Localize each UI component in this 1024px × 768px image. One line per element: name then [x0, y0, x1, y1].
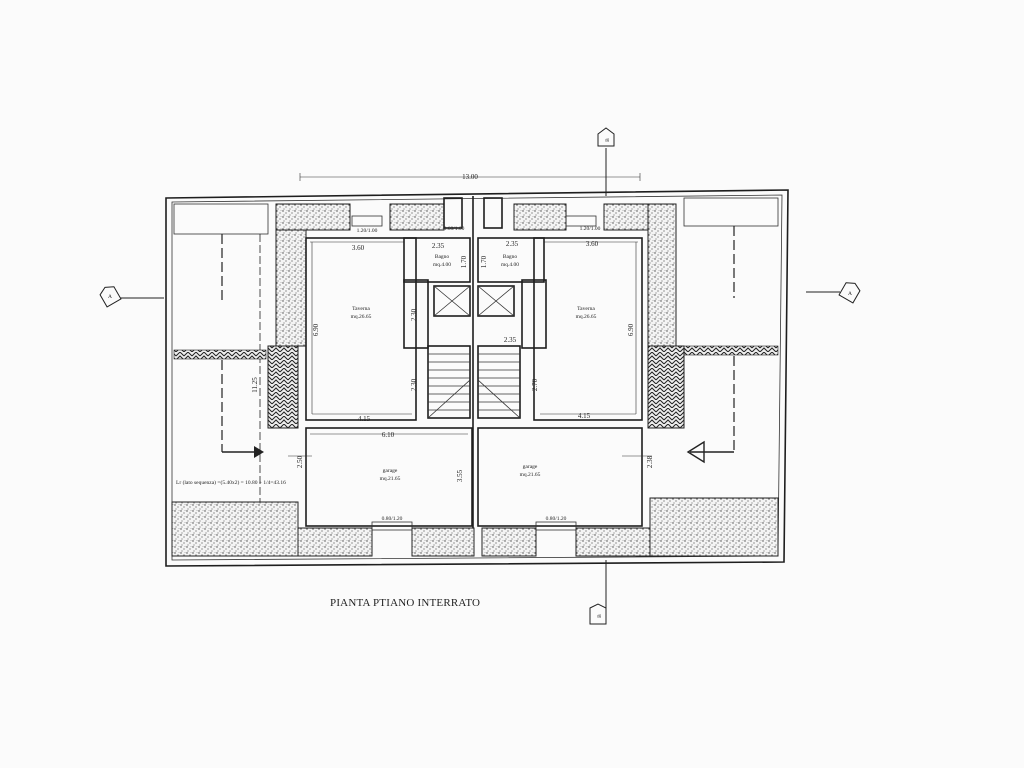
section-line-a: A A: [99, 282, 861, 308]
room-area: mq.4.00: [433, 262, 451, 268]
svg-text:1.20/1.00: 1.20/1.00: [580, 226, 601, 232]
dim-center-2-35: 2.35: [504, 336, 517, 344]
room-name: garage: [383, 468, 398, 474]
svg-text:3.55: 3.55: [456, 469, 464, 482]
svg-text:2.35: 2.35: [506, 240, 519, 248]
svg-text:1.70: 1.70: [480, 255, 488, 268]
room-name: Taverna: [352, 306, 370, 312]
svg-text:2.30: 2.30: [410, 308, 418, 321]
overall-width-label: 13.00: [462, 173, 478, 181]
room-name: Bagno: [503, 254, 518, 260]
svg-text:0.60/1.00: 0.60/1.00: [444, 226, 465, 232]
central-core: [403, 196, 547, 528]
svg-text:2.70: 2.70: [531, 378, 539, 391]
svg-text:B: B: [597, 614, 603, 618]
svg-text:0.80/1.20: 0.80/1.20: [382, 516, 403, 522]
room-garage-right: garage mq.21.65 2.38 0.80/1.20: [477, 427, 654, 531]
svg-text:6.90: 6.90: [627, 323, 635, 336]
drawing-title: PIANTA PTIANO INTERRATO: [330, 597, 480, 609]
room-area: mq.21.65: [520, 472, 541, 478]
right-ramp: [683, 197, 779, 464]
room-bagno-left: Bagno mq.4.00 2.35 1.70 0.60/1.00: [403, 226, 471, 283]
svg-text:2.50: 2.50: [296, 455, 304, 468]
left-ramp-arrow-icon: [254, 446, 264, 458]
room-area: mq.26.65: [351, 314, 372, 320]
room-bagno-right: Bagno mq.4.00 2.35 1.70: [477, 237, 545, 283]
perimeter-walls: [171, 203, 779, 557]
room-name: Taverna: [577, 306, 595, 312]
svg-text:1.70: 1.70: [460, 255, 468, 268]
svg-text:4.15: 4.15: [358, 415, 371, 423]
room-garage-left: garage mq.21.65 6.10 3.55 2.50 0.80/1.20: [288, 427, 473, 531]
svg-text:4.15: 4.15: [578, 412, 591, 420]
svg-text:A: A: [848, 291, 852, 297]
svg-text:2.30: 2.30: [410, 378, 418, 391]
room-area: mq.21.65: [380, 476, 401, 482]
svg-text:3.60: 3.60: [352, 244, 365, 252]
svg-text:0.80/1.20: 0.80/1.20: [546, 516, 567, 522]
ramp-formula-note: Lr (lato sequenza) =(5.40x2) = 10.80 + 1…: [176, 479, 286, 486]
svg-text:2.35: 2.35: [432, 242, 445, 250]
room-taverna-left: Taverna mq.26.65 3.60 6.90 4.15 2.30 2.3…: [305, 215, 418, 423]
section-line-b: B B: [589, 127, 615, 625]
svg-text:1.20/1.00: 1.20/1.00: [357, 228, 378, 234]
room-area: mq.26.65: [576, 314, 597, 320]
svg-text:B: B: [605, 138, 611, 142]
room-name: garage: [523, 464, 538, 470]
section-marker-a-left: A: [99, 286, 122, 308]
room-taverna-right: Taverna mq.26.65 3.60 6.90 4.15 2.70 1.2…: [531, 215, 643, 421]
left-ramp: 11.25: [173, 203, 269, 540]
room-area: mq.4.00: [501, 262, 519, 268]
section-marker-b-top: B: [597, 127, 615, 147]
svg-text:6.10: 6.10: [382, 431, 395, 439]
svg-text:A: A: [108, 294, 112, 300]
room-name: Bagno: [435, 254, 450, 260]
svg-text:6.90: 6.90: [312, 323, 320, 336]
svg-text:2.38: 2.38: [646, 455, 654, 468]
dim-11-25: 11.25: [251, 377, 259, 393]
section-marker-b-bottom: B: [589, 603, 607, 625]
overall-dimension: 13.00: [299, 173, 641, 181]
svg-text:3.60: 3.60: [586, 240, 599, 248]
right-ramp-arrow-icon: [686, 440, 705, 464]
stairs: [427, 345, 521, 419]
section-marker-a-right: A: [838, 282, 861, 304]
